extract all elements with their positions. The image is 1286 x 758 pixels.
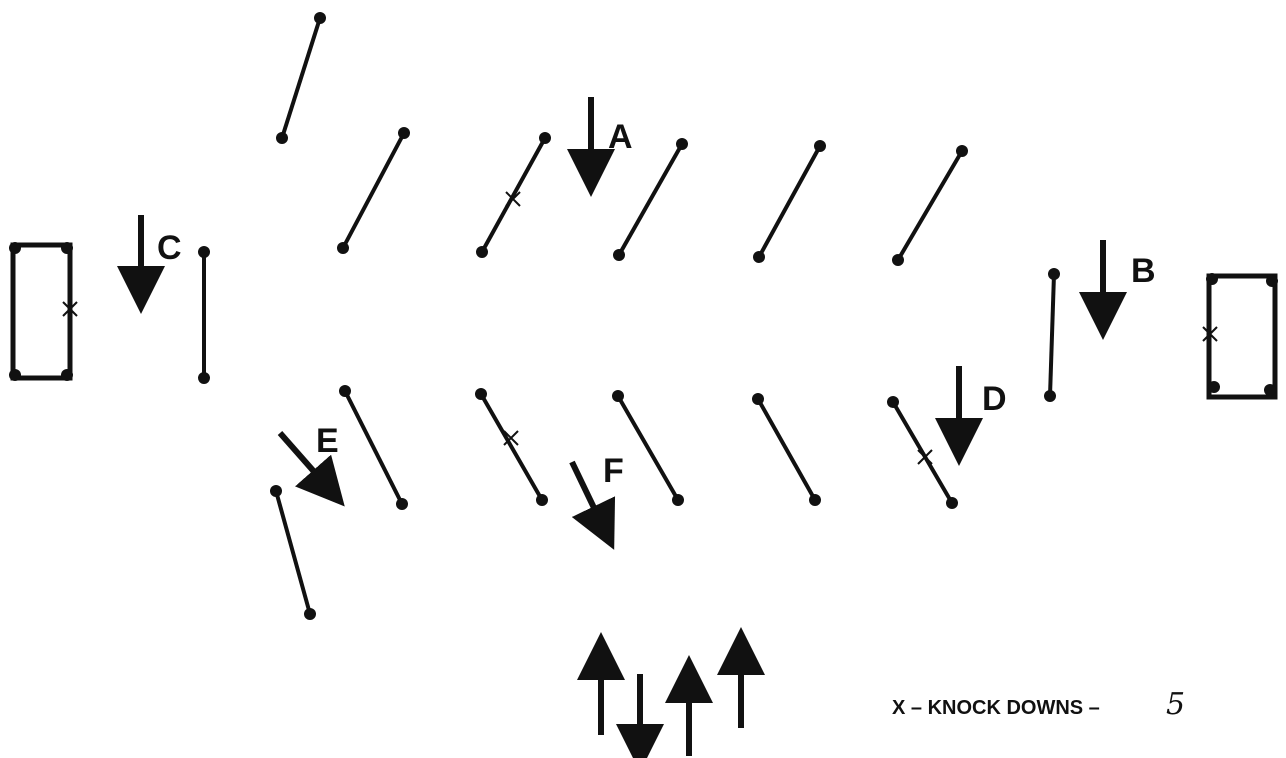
label-a: A <box>608 118 633 156</box>
label-f: F <box>603 452 624 490</box>
pole-top-1 <box>276 12 326 144</box>
knockdown-mark <box>1202 326 1218 342</box>
pole-bottom-left <box>270 485 316 620</box>
legend-text: X – KNOCK DOWNS – <box>892 697 1100 719</box>
pole-bottom-1 <box>339 385 408 510</box>
knockdown-mark <box>503 430 519 446</box>
knockdown-mark <box>62 301 78 317</box>
label-b: B <box>1131 252 1156 290</box>
pole-bottom-2 <box>475 388 548 506</box>
pole-top-6 <box>892 145 968 266</box>
pole-top-4 <box>613 138 688 261</box>
label-c: C <box>157 229 182 267</box>
pole-bottom-5 <box>887 396 958 509</box>
pole-left-vertical <box>198 246 210 384</box>
arrow-f <box>569 460 616 550</box>
right-box <box>1202 273 1278 400</box>
pole-top-3 <box>476 132 551 258</box>
pole-bottom-3 <box>612 390 684 506</box>
arrow-e <box>277 431 345 507</box>
label-e: E <box>316 422 339 460</box>
pole-top-5 <box>753 140 826 263</box>
left-box <box>9 242 78 381</box>
pole-top-2 <box>337 127 410 254</box>
pole-right-vertical <box>1044 268 1060 402</box>
legend-count: 5 <box>1166 687 1185 722</box>
pole-bottom-4 <box>752 393 821 506</box>
label-d: D <box>982 380 1007 418</box>
knockdown-mark <box>505 191 521 207</box>
knockdown-mark <box>917 449 933 465</box>
